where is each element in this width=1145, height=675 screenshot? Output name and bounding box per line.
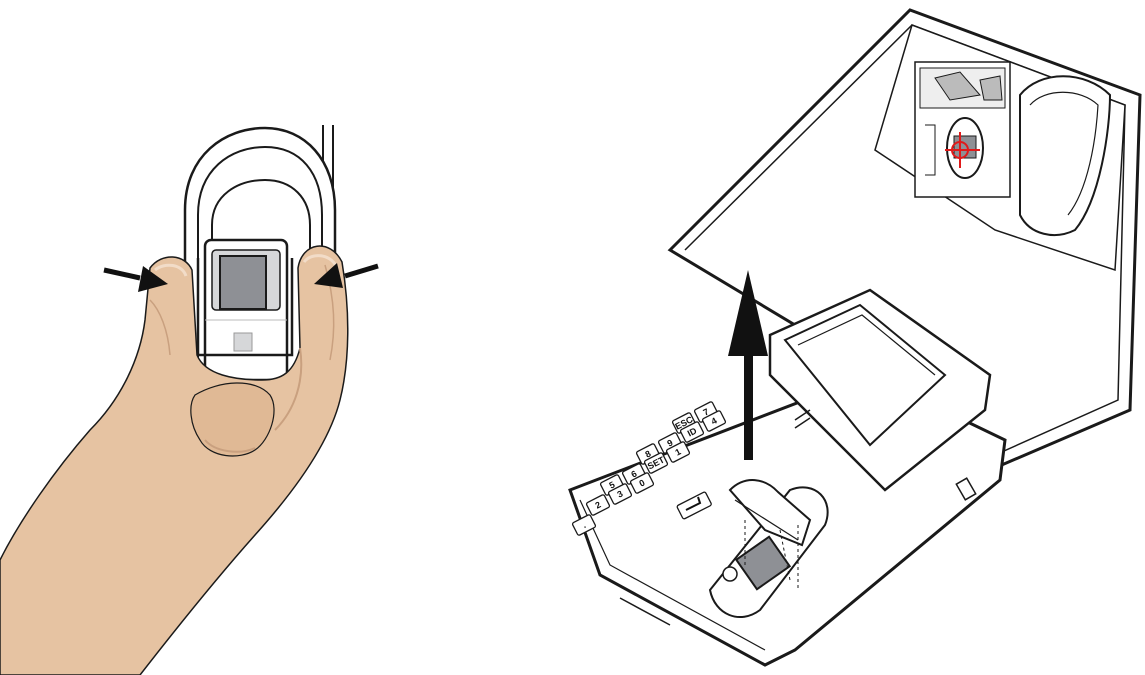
squeeze-clip-figure <box>0 0 420 675</box>
hand-squeezing-clip-icon <box>0 0 420 675</box>
